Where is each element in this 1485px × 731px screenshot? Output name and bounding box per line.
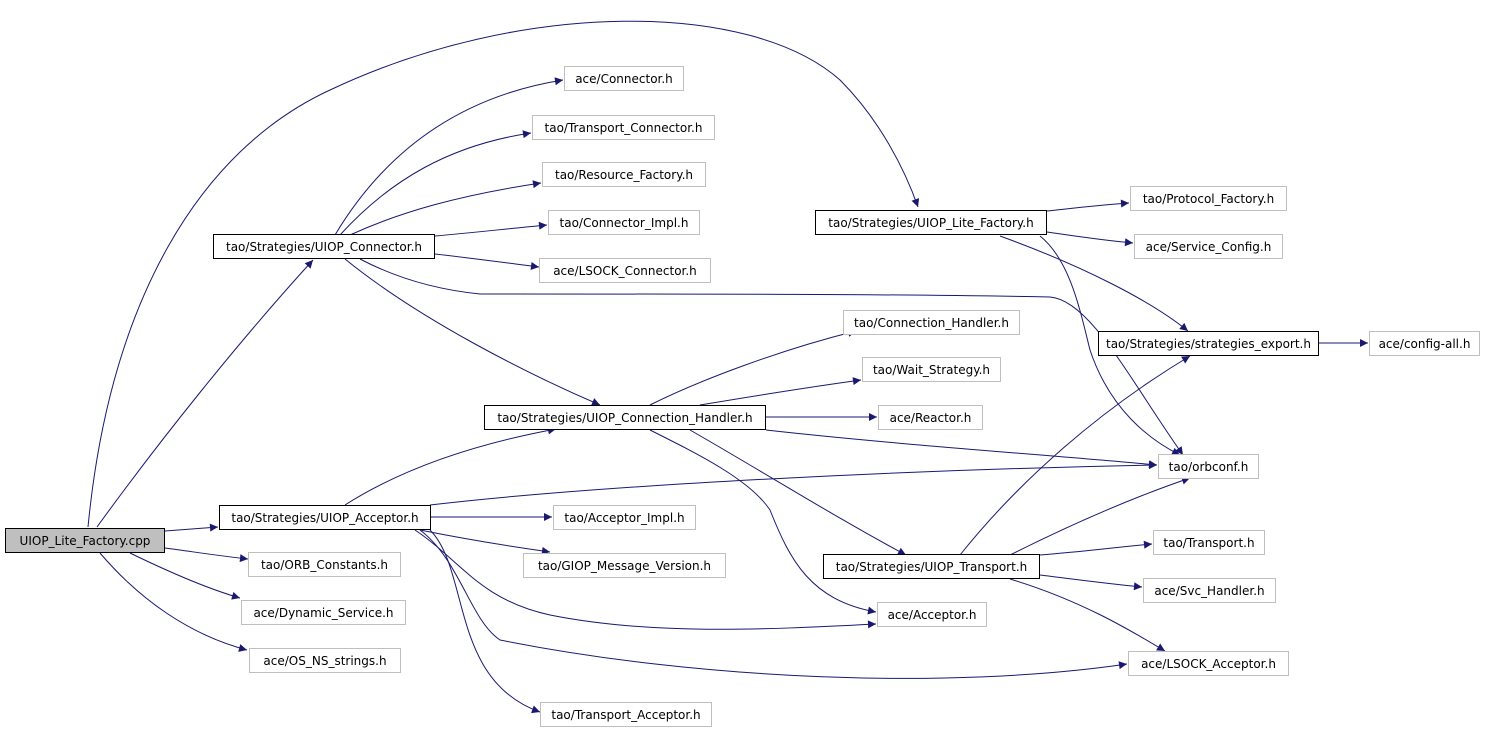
- node-uiop-connector-h[interactable]: tao/Strategies/UIOP_Connector.h: [213, 234, 435, 259]
- edge-transport-to-tao-transport: [1039, 540, 1153, 556]
- node-ace-reactor-h[interactable]: ace/Reactor.h: [878, 405, 983, 430]
- node-svc-handler-h[interactable]: ace/Svc_Handler.h: [1143, 578, 1276, 603]
- node-uiop-transport-h[interactable]: tao/Strategies/UIOP_Transport.h: [823, 554, 1040, 579]
- edge-lite-factory-to-orbconf: [1039, 235, 1181, 456]
- edge-connector-to-connection-handler: [344, 258, 601, 406]
- edge-root-to-connector: [96, 259, 314, 528]
- node-wait-strategy-h[interactable]: tao/Wait_Strategy.h: [862, 357, 1001, 382]
- edge-connector-to-connector-impl: [434, 221, 548, 237]
- node-transport-connector-h[interactable]: tao/Transport_Connector.h: [532, 115, 715, 140]
- edge-transport-to-orbconf: [1009, 476, 1191, 556]
- edge-connector-to-transport-connector: [339, 130, 532, 236]
- node-resource-factory-h[interactable]: tao/Resource_Factory.h: [542, 162, 706, 187]
- node-ace-acceptor-h[interactable]: ace/Acceptor.h: [877, 602, 987, 627]
- edge-lite-factory-to-service-config: [1046, 231, 1134, 247]
- edge-connection-handler-to-orbconf: [765, 429, 1158, 469]
- edge-transport-to-lsock-acceptor: [1009, 578, 1166, 652]
- edge-root-to-dynamic-service: [129, 552, 241, 600]
- edge-acceptor-to-giop-message-version: [419, 529, 551, 555]
- edge-root-to-lite-factory: [87, 20, 920, 528]
- edge-lite-factory-to-protocol-factory: [1046, 199, 1130, 212]
- edge-root-to-os-ns-strings: [99, 552, 248, 652]
- node-strategies-export-h[interactable]: tao/Strategies/strategies_export.h: [1098, 331, 1319, 356]
- node-service-config-h[interactable]: ace/Service_Config.h: [1134, 234, 1283, 259]
- node-ace-connector-h[interactable]: ace/Connector.h: [564, 66, 684, 91]
- edge-root-to-acceptor: [164, 523, 219, 532]
- node-tao-transport-h[interactable]: tao/Transport.h: [1153, 530, 1265, 555]
- edge-connector-to-lsock-connector: [434, 253, 540, 270]
- edge-transport-to-svc-handler: [1039, 574, 1143, 591]
- node-orb-constants-h[interactable]: tao/ORB_Constants.h: [248, 552, 401, 577]
- node-giop-message-version-h[interactable]: tao/GIOP_Message_Version.h: [523, 553, 726, 578]
- node-protocol-factory-h[interactable]: tao/Protocol_Factory.h: [1130, 186, 1287, 211]
- node-transport-acceptor-h[interactable]: tao/Transport_Acceptor.h: [540, 702, 712, 727]
- edge-connection-handler-to-transport: [689, 429, 907, 556]
- node-tao-connection-handler-h[interactable]: tao/Connection_Handler.h: [843, 310, 1020, 335]
- edge-connector-to-ace-connector: [334, 77, 564, 236]
- edge-root-to-orb-constants: [164, 547, 249, 563]
- edge-acceptor-to-ace-acceptor: [414, 529, 877, 630]
- node-lsock-connector-h[interactable]: ace/LSOCK_Connector.h: [539, 258, 711, 283]
- node-uiop-lite-factory-h[interactable]: tao/Strategies/UIOP_Lite_Factory.h: [815, 210, 1047, 235]
- node-orbconf-h[interactable]: tao/orbconf.h: [1158, 454, 1259, 479]
- node-os-ns-strings-h[interactable]: ace/OS_NS_strings.h: [249, 648, 401, 673]
- node-dynamic-service-h[interactable]: ace/Dynamic_Service.h: [241, 600, 406, 625]
- edge-connection-handler-to-wait-strategy: [699, 377, 862, 406]
- edge-lite-factory-to-strategies-export: [999, 235, 1189, 332]
- node-uiop-connection-handler-h[interactable]: tao/Strategies/UIOP_Connection_Handler.h: [484, 405, 766, 430]
- node-uiop-lite-factory-cpp[interactable]: UIOP_Lite_Factory.cpp: [5, 528, 165, 553]
- edge-acceptor-to-lsock-acceptor: [419, 529, 1128, 679]
- edge-acceptor-to-transport-acceptor: [429, 529, 541, 714]
- node-uiop-acceptor-h[interactable]: tao/Strategies/UIOP_Acceptor.h: [219, 505, 431, 530]
- node-acceptor-impl-h[interactable]: tao/Acceptor_Impl.h: [553, 505, 696, 530]
- edge-connection-handler-to-ace-acceptor: [649, 429, 877, 615]
- node-connector-impl-h[interactable]: tao/Connector_Impl.h: [548, 210, 700, 235]
- edge-acceptor-to-connection-handler: [344, 426, 557, 506]
- edge-transport-to-strategies-export: [959, 355, 1191, 556]
- edge-connector-to-resource-factory: [349, 180, 542, 236]
- node-config-all-h[interactable]: ace/config-all.h: [1369, 331, 1480, 356]
- edge-connection-handler-to-tao-connection-handler: [649, 329, 857, 406]
- node-lsock-acceptor-h[interactable]: ace/LSOCK_Acceptor.h: [1128, 651, 1289, 676]
- edge-acceptor-to-orbconf: [429, 461, 1158, 506]
